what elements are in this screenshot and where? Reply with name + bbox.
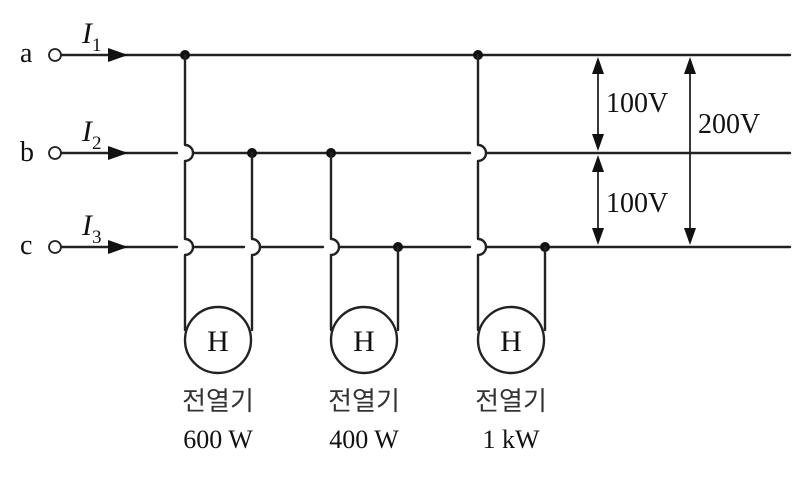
current-arrow-c bbox=[108, 240, 128, 254]
arrow-up-icon bbox=[592, 155, 604, 172]
heater-1-lead-right bbox=[250, 151, 262, 332]
heater-1-lead-left bbox=[183, 53, 195, 332]
current-arrow-a bbox=[108, 48, 128, 62]
line-c: c I3 bbox=[20, 209, 792, 261]
node-label-b: b bbox=[20, 137, 34, 168]
arrow-up-icon bbox=[684, 57, 696, 74]
heater-1-power: 600 W bbox=[183, 425, 253, 454]
heater-2-symbol bbox=[329, 305, 399, 375]
heater-1-circuit: H 전열기 600 W bbox=[180, 50, 262, 454]
arrow-down-icon bbox=[592, 134, 604, 151]
heater-3-lead-left bbox=[476, 53, 488, 332]
heater-2-letter: H bbox=[353, 325, 375, 358]
voltage-bc-dimension: 100V bbox=[592, 155, 668, 245]
line-a: a I1 bbox=[20, 17, 792, 69]
arrow-down-icon bbox=[684, 228, 696, 245]
voltage-bc-label: 100V bbox=[606, 188, 668, 219]
terminal-c bbox=[48, 240, 62, 254]
node-label-c: c bbox=[20, 230, 32, 261]
arrow-up-icon bbox=[592, 57, 604, 74]
voltage-ab-dimension: 100V bbox=[592, 57, 668, 151]
voltage-ab-label: 100V bbox=[606, 88, 668, 119]
node-label-a: a bbox=[20, 38, 33, 69]
heater-3-circuit: H 전열기 1 kW bbox=[473, 50, 550, 454]
heater-1-symbol bbox=[183, 305, 253, 375]
heater-2-name: 전열기 bbox=[328, 387, 400, 417]
heater-2-lead-left bbox=[329, 151, 341, 332]
arrow-down-icon bbox=[592, 228, 604, 245]
heater-3-name: 전열기 bbox=[475, 387, 547, 417]
heater-3-symbol bbox=[476, 305, 546, 375]
line-b: b I2 bbox=[20, 115, 792, 168]
terminal-b bbox=[48, 146, 62, 160]
heater-1-name: 전열기 bbox=[182, 387, 254, 417]
heater-3-letter: H bbox=[500, 325, 522, 358]
heater-2-circuit: H 전열기 400 W bbox=[326, 148, 403, 454]
heater-2-power: 400 W bbox=[329, 425, 399, 454]
current-label-i3: I3 bbox=[81, 209, 102, 248]
current-label-i2: I2 bbox=[81, 115, 102, 154]
heater-3-power: 1 kW bbox=[482, 425, 540, 454]
voltage-ac-dimension: 200V bbox=[684, 57, 760, 245]
current-label-i1: I1 bbox=[81, 17, 102, 56]
voltage-ac-label: 200V bbox=[698, 109, 760, 140]
heater-1-letter: H bbox=[207, 325, 229, 358]
terminal-a bbox=[48, 48, 62, 62]
current-arrow-b bbox=[108, 146, 128, 160]
